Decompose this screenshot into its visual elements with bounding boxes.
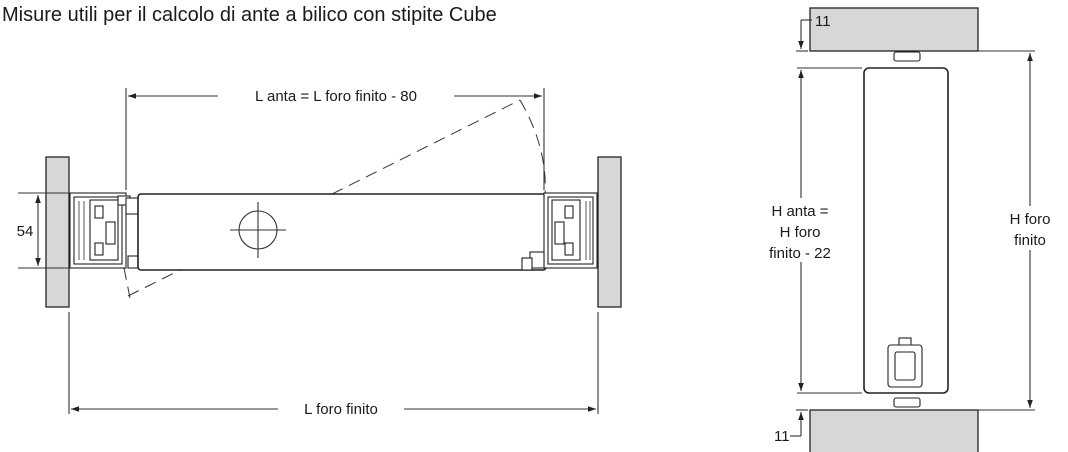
door-leaf bbox=[863, 67, 949, 394]
top-wall bbox=[809, 7, 979, 52]
door-panel bbox=[137, 193, 547, 271]
frame-depth-label: 54 bbox=[17, 223, 34, 240]
bottom-gap-dimension: 11 bbox=[774, 409, 808, 445]
opening-height-dimension: H foro finito bbox=[978, 50, 1062, 411]
bottom-wall bbox=[809, 409, 979, 452]
door-height-label-line2: H foro bbox=[780, 224, 821, 241]
bottom-gap-label: 11 bbox=[774, 428, 790, 445]
bottom-pivot bbox=[887, 337, 923, 408]
section-view: H anta = H foro finito - 22 H foro finit… bbox=[748, 7, 1062, 452]
right-frame-profile bbox=[521, 192, 598, 271]
top-gap-label: 11 bbox=[815, 13, 831, 30]
opening-height-label-line1: H foro bbox=[1010, 211, 1051, 228]
opening-width-label: L foro finito bbox=[304, 401, 378, 418]
door-width-dimension: L anta = L foro finito - 80 bbox=[125, 86, 545, 190]
opening-width-dimension: L foro finito bbox=[68, 312, 599, 419]
opening-height-label-line2: finito bbox=[1014, 232, 1046, 249]
drawing-title: Misure utili per il calcolo di ante a bi… bbox=[2, 4, 497, 26]
door-height-label-line3: finito - 22 bbox=[769, 245, 831, 262]
left-wall bbox=[45, 156, 70, 308]
frame-depth-dimension: 54 bbox=[16, 192, 70, 269]
pivot-point-symbol bbox=[230, 202, 286, 258]
left-frame-profile bbox=[69, 192, 141, 269]
door-width-label: L anta = L foro finito - 80 bbox=[255, 88, 417, 105]
top-gap-dimension: 11 bbox=[796, 13, 831, 52]
right-wall bbox=[597, 156, 622, 308]
door-height-label-line1: H anta = bbox=[771, 203, 828, 220]
plan-view: L anta = L foro finito - 80 L foro finit… bbox=[16, 86, 622, 419]
door-height-dimension: H anta = H foro finito - 22 bbox=[748, 67, 862, 394]
